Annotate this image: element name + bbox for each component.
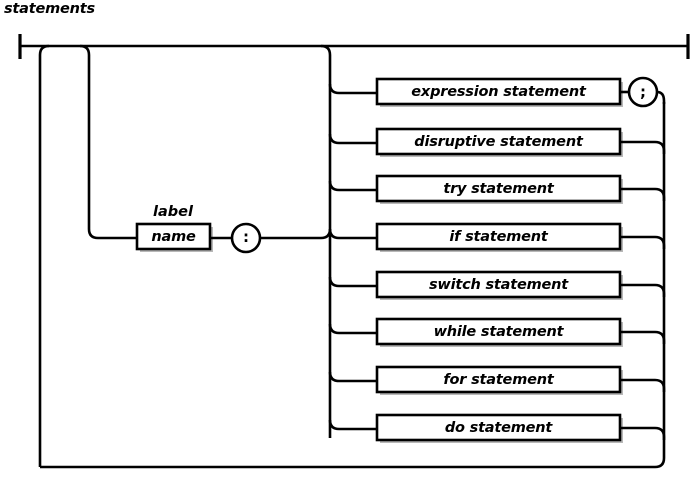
alternative-box-disruptive-statement: disruptive statement: [375, 127, 623, 157]
colon-terminal: :: [230, 222, 262, 254]
row-merge-rail: [620, 330, 666, 344]
alternative-box-if-statement: if statement: [375, 222, 623, 252]
outer-loopback-right-rail: [654, 438, 666, 469]
row-merge-rail: [620, 283, 666, 297]
alternative-label: switch statement: [429, 277, 569, 293]
alternative-label: try statement: [443, 181, 555, 197]
colon-to-distribution-rail: [260, 228, 332, 240]
row-merge-rail: [620, 140, 666, 154]
row-merge-rail: [620, 378, 666, 392]
alternative-label: while statement: [434, 324, 565, 340]
alternative-box-expression-statement: expression statement: [375, 77, 623, 107]
colon-label: :: [243, 228, 249, 246]
alternative-box-try-statement: try statement: [375, 174, 623, 204]
row-merge-rail: [656, 90, 666, 104]
alternative-label: for statement: [443, 372, 554, 388]
semicolon-terminal: ;: [627, 76, 659, 108]
label-name-box: name: [135, 222, 213, 252]
row-feeder-rail: [328, 133, 377, 145]
alternative-label: disruptive statement: [414, 134, 584, 150]
row-feeder-rail: [328, 323, 377, 335]
row-feeder-rail: [328, 180, 377, 192]
left-distribution-rail: [320, 44, 332, 438]
row-feeder-rail: [328, 276, 377, 288]
alternative-label: if statement: [449, 229, 549, 245]
row-merge-rail: [620, 426, 666, 440]
alternative-box-switch-statement: switch statement: [375, 270, 623, 300]
alternative-box-while-statement: while statement: [375, 317, 623, 347]
alternative-label: expression statement: [411, 84, 587, 100]
row-feeder-rail: [328, 371, 377, 383]
semicolon-label: ;: [640, 83, 646, 101]
row-feeder-rail: [328, 228, 377, 240]
alternative-box-for-statement: for statement: [375, 365, 623, 395]
outer-loopback-left-rail: [38, 44, 50, 467]
name-label: name: [151, 229, 196, 245]
diagram-title: statements: [4, 1, 95, 17]
row-merge-rail: [620, 187, 666, 201]
alternative-label: do statement: [445, 420, 554, 436]
row-merge-rail: [620, 235, 666, 249]
label-annotation: label: [153, 204, 194, 220]
row-feeder-rail: [328, 83, 377, 95]
row-feeder-rail: [328, 419, 377, 431]
alternative-box-do-statement: do statement: [375, 413, 623, 443]
label-branch-rail: [79, 44, 137, 240]
